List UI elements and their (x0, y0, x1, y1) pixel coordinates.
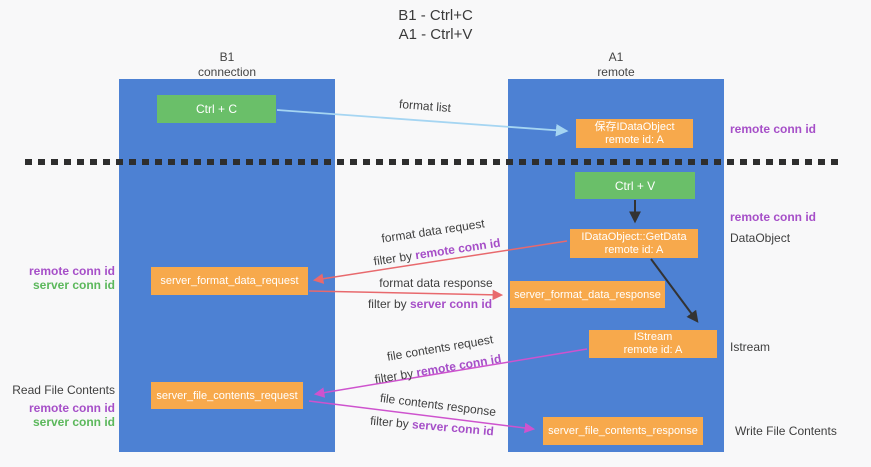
filter-remote-1-prefix: filter by (372, 248, 417, 269)
label-read-file-contents: Read File Contents (12, 383, 115, 397)
node-save-idataobject-line1: 保存IDataObject (594, 120, 675, 133)
node-save-idataobject-line2: remote id: A (605, 133, 664, 146)
node-save-idataobject: 保存IDataObject remote id: A (576, 119, 693, 148)
edge-label-file-contents-response: file contents response (379, 390, 497, 420)
node-file-response-label: server_file_contents_response (548, 425, 698, 437)
lane-b1-name: B1 (219, 50, 235, 64)
lane-header-b1: B1 connection (119, 50, 335, 80)
node-format-request-label: server_format_data_request (160, 275, 299, 287)
label-server-conn-id-mid-left: server conn id (32, 278, 115, 292)
filter-server-2-prefix: filter by (369, 413, 413, 432)
edge-label-filter-server-1: filter by server conn id (368, 297, 492, 311)
node-idataobject-getdata: IDataObject::GetData remote id: A (570, 229, 698, 258)
diagram-title: B1 - Ctrl+C A1 - Ctrl+V (0, 6, 871, 44)
filter-remote-2-prefix: filter by (373, 365, 418, 387)
node-ctrl-v-label: Ctrl + V (614, 178, 656, 193)
node-istream: IStream remote id: A (589, 330, 717, 358)
label-remote-conn-id-top-right: remote conn id (730, 122, 817, 136)
dashed-separator-line (25, 159, 843, 165)
node-server-format-data-response: server_format_data_response (510, 281, 665, 308)
label-remote-conn-id-mid-right: remote conn id (730, 210, 817, 224)
title-line-2: A1 - Ctrl+V (398, 26, 473, 43)
lane-a1-role: remote (597, 65, 635, 79)
node-format-response-label: server_format_data_response (514, 288, 661, 301)
left-mid-labels: remote conn id server conn id (8, 264, 115, 292)
filter-remote-1-key: remote conn id (414, 235, 502, 263)
node-ctrl-c-label: Ctrl + C (195, 102, 237, 116)
lane-b1-role: connection (197, 65, 257, 79)
node-istream-line2: remote id: A (623, 344, 683, 356)
node-getdata-line2: remote id: A (604, 243, 664, 256)
label-server-conn-id-bottom-left: server conn id (32, 415, 115, 429)
label-dataobject: DataObject (730, 231, 791, 245)
filter-server-2-key: server conn id (411, 417, 495, 439)
node-ctrl-c: Ctrl + C (157, 95, 276, 123)
node-ctrl-v: Ctrl + V (575, 172, 695, 199)
label-istream: Istream (730, 340, 771, 354)
arrow-format-data-response (308, 289, 504, 301)
lane-a1-name: A1 (608, 50, 624, 64)
label-remote-conn-id-bottom-left: remote conn id (28, 401, 115, 415)
node-file-request-label: server_file_contents_request (156, 389, 298, 402)
title-line-1: B1 - Ctrl+C (398, 7, 473, 24)
lane-header-a1: A1 remote (508, 50, 724, 80)
node-server-file-contents-request: server_file_contents_request (151, 382, 303, 409)
label-write-file-contents: Write File Contents (735, 424, 837, 438)
filter-server-1-key: server conn id (409, 297, 493, 311)
edge-label-filter-server-2: filter by server conn id (370, 414, 495, 439)
filter-server-1-prefix: filter by (367, 297, 410, 311)
edge-label-format-list: format list (398, 96, 452, 116)
node-server-file-contents-response: server_file_contents_response (543, 417, 703, 445)
node-getdata-line1: IDataObject::GetData (581, 230, 687, 243)
node-server-format-data-request: server_format_data_request (151, 267, 308, 295)
label-remote-conn-id-mid-left: remote conn id (28, 264, 115, 278)
node-istream-line1: IStream (633, 331, 673, 343)
edge-label-format-data-response: format data response (379, 276, 493, 290)
left-bottom-labels: Read File Contents remote conn id server… (8, 383, 115, 429)
